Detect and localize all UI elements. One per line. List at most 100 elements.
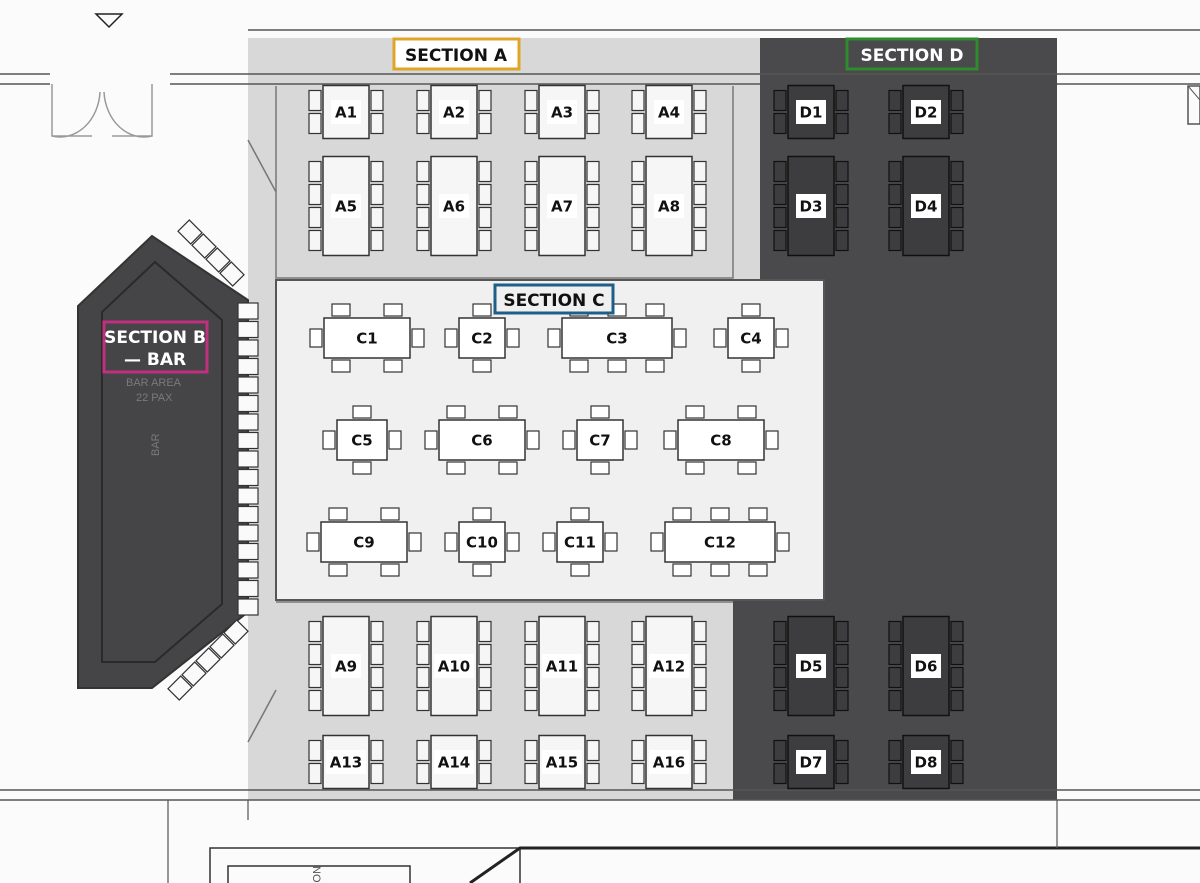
table-a15[interactable]: A15 [542, 750, 582, 774]
chair [693, 206, 707, 229]
table-a7[interactable]: A7 [547, 194, 577, 218]
table-label: A9 [335, 658, 357, 676]
chair [472, 563, 492, 577]
chair [472, 507, 492, 521]
table-d7[interactable]: D7 [796, 750, 826, 774]
bar-pax-label: 22 PAX [136, 392, 173, 404]
chair [741, 359, 761, 373]
table-c11[interactable]: C11 [560, 530, 600, 554]
chair [328, 507, 348, 521]
chair [693, 229, 707, 252]
table-c5[interactable]: C5 [347, 428, 377, 452]
chair [693, 643, 707, 666]
chair [478, 206, 492, 229]
table-label: A16 [653, 754, 685, 772]
chair [645, 303, 665, 317]
table-a14[interactable]: A14 [434, 750, 474, 774]
chair [370, 689, 384, 712]
chair [888, 643, 902, 666]
chair [586, 160, 600, 183]
chair [308, 762, 322, 785]
chair [331, 359, 351, 373]
chair [950, 689, 964, 712]
section-a-badge[interactable]: SECTION A [392, 37, 521, 71]
table-a1[interactable]: A1 [331, 100, 361, 124]
chair [478, 89, 492, 112]
partial-room-label: NO [310, 866, 322, 883]
table-label-bg [796, 100, 826, 124]
section-b-label-line1: SECTION B [104, 328, 206, 348]
table-a5[interactable]: A5 [331, 194, 361, 218]
table-a12[interactable]: A12 [649, 654, 689, 678]
chair [524, 206, 538, 229]
table-d4[interactable]: D4 [911, 194, 941, 218]
table-c10[interactable]: C10 [462, 530, 502, 554]
table-a16[interactable]: A16 [649, 750, 689, 774]
section-d-badge[interactable]: SECTION D [845, 37, 979, 71]
table-c7[interactable]: C7 [585, 428, 615, 452]
table-d8[interactable]: D8 [911, 750, 941, 774]
bar-stool [237, 302, 259, 320]
chair [586, 689, 600, 712]
table-a13[interactable]: A13 [326, 750, 366, 774]
table-label-bg [434, 654, 474, 678]
chair [388, 430, 402, 450]
table-a4[interactable]: A4 [654, 100, 684, 124]
table-label-bg [349, 530, 379, 554]
table-label: A2 [443, 104, 465, 122]
chair [737, 461, 757, 475]
table-d6[interactable]: D6 [911, 654, 941, 678]
table-a10[interactable]: A10 [434, 654, 474, 678]
bar-stool [237, 431, 259, 450]
chair [713, 328, 727, 348]
chair [569, 359, 589, 373]
section-a-label: SECTION A [405, 46, 508, 66]
table-a6[interactable]: A6 [439, 194, 469, 218]
chair [590, 405, 610, 419]
chair [408, 532, 422, 552]
table-c2[interactable]: C2 [467, 326, 497, 350]
table-label: D8 [915, 754, 938, 772]
table-d1[interactable]: D1 [796, 100, 826, 124]
chair [308, 112, 322, 135]
table-c12[interactable]: C12 [700, 530, 740, 554]
chair [424, 430, 438, 450]
chair [370, 739, 384, 762]
table-a3[interactable]: A3 [547, 100, 577, 124]
table-c6[interactable]: C6 [467, 428, 497, 452]
table-d2[interactable]: D2 [911, 100, 941, 124]
chair [888, 89, 902, 112]
table-a8[interactable]: A8 [654, 194, 684, 218]
chair [331, 303, 351, 317]
bar-stool [237, 376, 259, 394]
table-label-bg [796, 654, 826, 678]
chair [478, 183, 492, 206]
chair [370, 183, 384, 206]
bar-stool [237, 524, 259, 542]
table-label-bg [331, 100, 361, 124]
table-a2[interactable]: A2 [439, 100, 469, 124]
table-a9[interactable]: A9 [331, 654, 361, 678]
table-a11[interactable]: A11 [542, 654, 582, 678]
table-c4[interactable]: C4 [736, 326, 766, 350]
chair [308, 620, 322, 643]
section-b-badge[interactable]: SECTION B — BAR [102, 320, 209, 374]
table-c1[interactable]: C1 [352, 326, 382, 350]
chair [950, 643, 964, 666]
table-d3[interactable]: D3 [796, 194, 826, 218]
table-c3[interactable]: C3 [602, 326, 632, 350]
table-label: A14 [438, 754, 470, 772]
window [1187, 85, 1200, 101]
chair [693, 112, 707, 135]
chair [693, 183, 707, 206]
bar-stool [237, 413, 259, 431]
chair [748, 507, 768, 521]
chair [607, 359, 627, 373]
table-c8[interactable]: C8 [706, 428, 736, 452]
chair [631, 183, 645, 206]
chair [773, 112, 787, 135]
section-c-badge[interactable]: SECTION C [493, 283, 615, 315]
table-d5[interactable]: D5 [796, 654, 826, 678]
table-c9[interactable]: C9 [349, 530, 379, 554]
chair [370, 206, 384, 229]
